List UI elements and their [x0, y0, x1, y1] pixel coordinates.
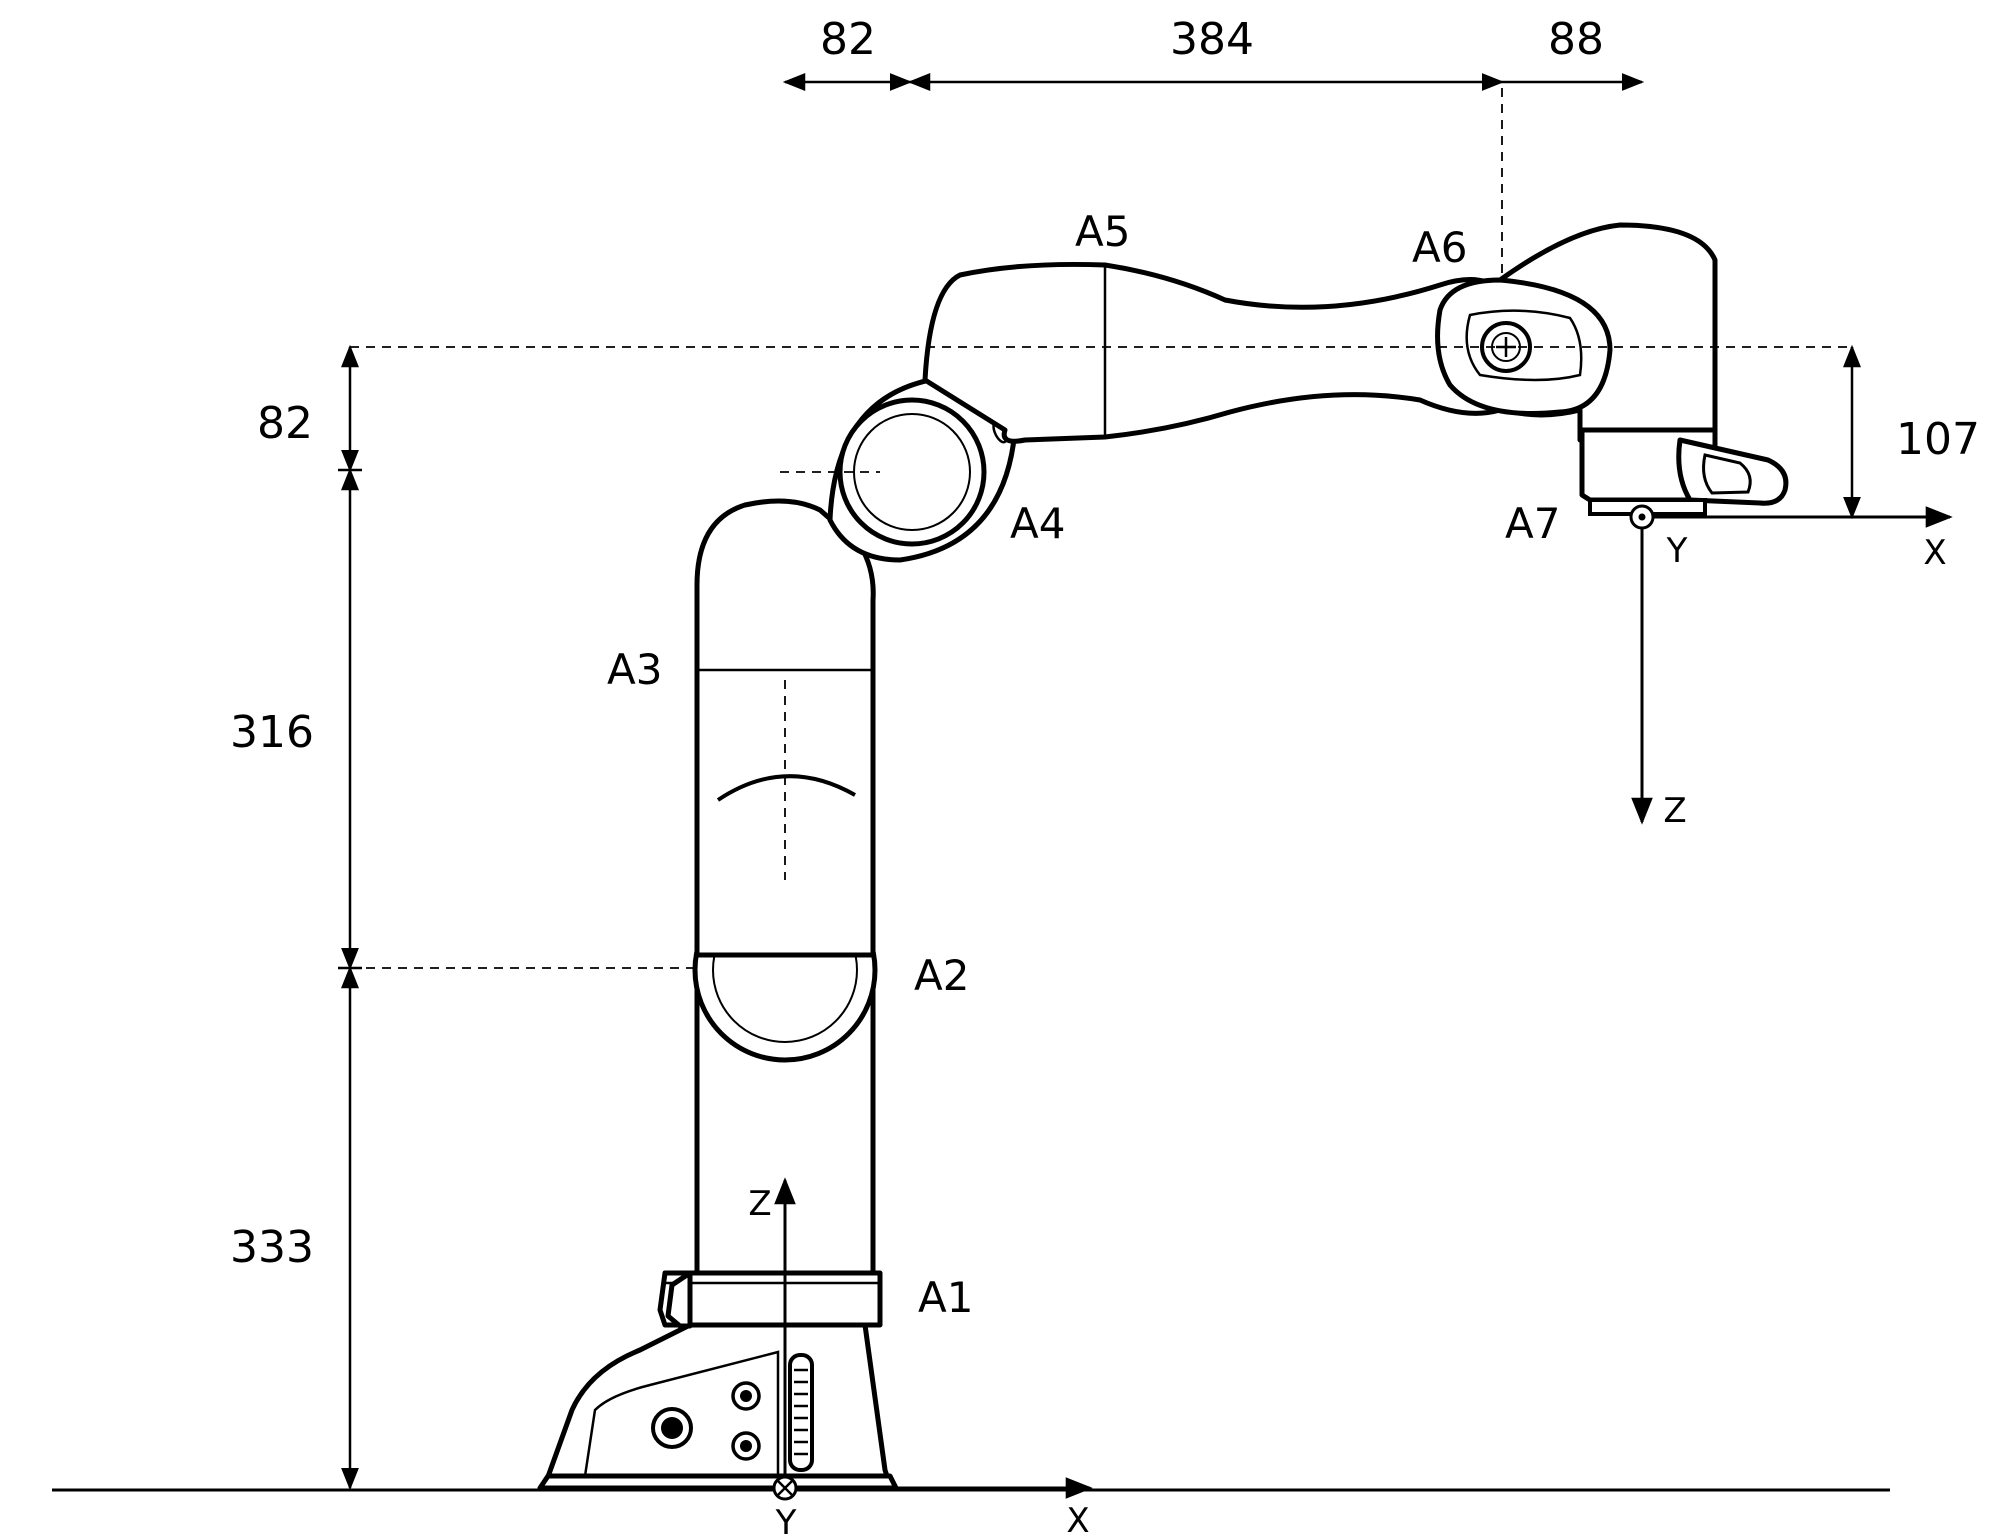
joint-label-a6: A6	[1412, 223, 1467, 272]
base-housing	[542, 1317, 893, 1488]
joint-label-a3: A3	[607, 645, 662, 694]
link-forearm	[922, 261, 1503, 444]
flange-frame-y-label: Y	[1666, 531, 1688, 571]
base-connector-small-top	[731, 1381, 761, 1411]
flange-frame-z-label: Z	[1663, 791, 1686, 831]
dimension-left-3: 333	[230, 1222, 314, 1273]
base-foot	[537, 1473, 899, 1491]
flange-frame-x-label: X	[1923, 533, 1946, 573]
base-panel	[583, 1350, 780, 1477]
dimension-left-1: 82	[257, 398, 313, 449]
dimension-top-2: 384	[1170, 14, 1254, 65]
joint-a4-inner	[853, 413, 971, 531]
dimension-top-3: 88	[1548, 14, 1604, 65]
dimension-right: 107	[1896, 414, 1980, 465]
joint-a1-collar	[665, 1270, 693, 1329]
base-frame-z-label: Z	[748, 1184, 771, 1224]
joint-label-a7: A7	[1505, 499, 1560, 548]
base-connector-small-bottom	[731, 1431, 761, 1461]
flange-handle-button	[1702, 453, 1752, 495]
joint-label-a5: A5	[1075, 207, 1130, 256]
joint-a4	[837, 397, 987, 547]
dimension-left-2: 316	[230, 707, 314, 758]
base-vent-slots	[794, 1368, 808, 1456]
joint-label-a1: A1	[918, 1273, 973, 1322]
joint-a1-ring	[657, 1270, 883, 1328]
dimension-top-1: 82	[820, 14, 876, 65]
robot-arm	[537, 222, 1789, 1491]
joint-label-a2: A2	[914, 951, 969, 1000]
base-connector-large	[651, 1407, 693, 1449]
base-frame-x-label: X	[1066, 1501, 1089, 1536]
base-frame-y-label: Y	[775, 1503, 797, 1536]
base-frame	[772, 1177, 1093, 1501]
flange-frame	[1629, 504, 1953, 825]
joint-label-a4: A4	[1010, 499, 1065, 548]
dimension-lines	[338, 73, 1861, 1491]
